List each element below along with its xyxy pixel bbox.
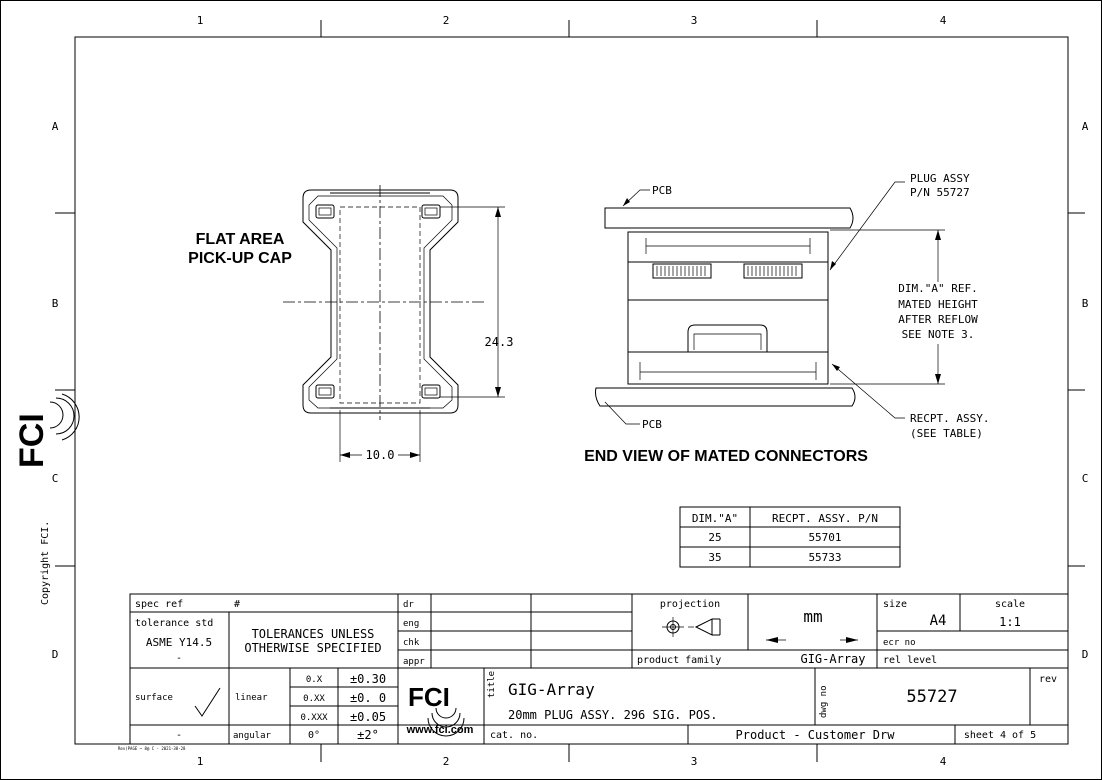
surface-label: surface (135, 693, 173, 703)
side-copyright: Copyright FCI. (40, 521, 51, 605)
side-fci-logo: FCI (13, 393, 80, 468)
rel-level-label: rel level (883, 655, 937, 666)
zone-col-2-bottom: 2 (443, 755, 450, 768)
eng-label: eng (403, 619, 419, 629)
pcb-top-label: PCB (652, 184, 672, 197)
flat-area-label-2: PICK-UP CAP (188, 250, 292, 267)
angular-label: angular (233, 731, 272, 741)
title-fci-logo: FCI (408, 682, 465, 737)
appr-label: appr (403, 657, 425, 667)
dim-table (679, 506, 901, 568)
zone-col-1-top: 1 (197, 14, 204, 27)
dim-a-label-1: DIM."A" REF. (898, 282, 977, 295)
dim-height-label: 24.3 (485, 335, 514, 349)
table-cell-pn-1: 55701 (808, 531, 841, 544)
zone-col-2-top: 2 (443, 14, 450, 27)
zone-row-a-right: A (1082, 120, 1089, 133)
dwg-no-value: 55727 (906, 687, 957, 707)
tol-value-3: ±0.05 (350, 710, 386, 724)
tol-value-1: ±0.30 (350, 672, 386, 686)
subtitle-value: 20mm PLUG ASSY. 296 SIG. POS. (508, 708, 718, 722)
recpt-label-2: (SEE TABLE) (910, 427, 983, 440)
spec-ref-label: spec ref (135, 599, 183, 610)
sheet-number: sheet 4 of 5 (964, 730, 1036, 741)
scale-label: scale (995, 599, 1025, 610)
tolerance-std-value: ASME Y14.5 (146, 636, 212, 649)
zone-row-d-left: D (52, 648, 59, 661)
angular-tol: ±2° (357, 728, 379, 742)
tolerance-std-label: tolerance std (135, 618, 213, 629)
zone-row-c-right: C (1082, 472, 1089, 485)
plug-assy-label-2: P/N 55727 (910, 186, 970, 199)
linear-label: linear (235, 693, 268, 703)
projection-label: projection (660, 599, 720, 610)
scale-value: 1:1 (999, 615, 1021, 629)
table-header-recpt: RECPT. ASSY. P/N (772, 512, 878, 525)
tol-class-3: 0.XXX (300, 713, 328, 723)
recpt-label-1: RECPT. ASSY. (910, 412, 989, 425)
surface-dash: - (176, 730, 182, 741)
ecr-label: ecr no (883, 638, 916, 648)
title-value: GIG-Array (508, 680, 595, 699)
inner-frame (74, 36, 1069, 745)
zone-row-a-left: A (52, 120, 59, 133)
pickup-cap-view (283, 185, 505, 462)
table-cell-dim-2: 35 (708, 551, 721, 564)
pcb-bottom-label: PCB (642, 418, 662, 431)
table-header-dim-a: DIM."A" (692, 512, 738, 525)
dwg-no-label: dwg no (819, 685, 829, 718)
spec-ref-value: # (234, 599, 240, 610)
zone-col-4-top: 4 (940, 14, 947, 27)
surface-finish-symbol (194, 687, 221, 717)
side-logo-text: FCI (13, 413, 51, 468)
end-view (595, 181, 945, 425)
dim-a-label-3: AFTER REFLOW (898, 313, 978, 326)
zone-col-1-bottom: 1 (197, 755, 204, 768)
table-cell-pn-2: 55733 (808, 551, 841, 564)
size-value: A4 (930, 613, 947, 629)
dim-width-label: 10.0 (366, 448, 395, 462)
zone-col-4-bottom: 4 (940, 755, 947, 768)
dr-label: dr (403, 600, 414, 610)
zone-row-c-left: C (52, 472, 59, 485)
rev-label: rev (1039, 674, 1057, 685)
chk-label: chk (403, 638, 420, 648)
tolerances-line-2: OTHERWISE SPECIFIED (244, 641, 381, 655)
dim-a-label-2: MATED HEIGHT (898, 298, 978, 311)
zone-col-3-top: 3 (691, 14, 698, 27)
product-family-label: product family (637, 655, 721, 666)
tolerance-std-dash: - (176, 653, 182, 664)
dim-a-label-4: SEE NOTE 3. (902, 328, 975, 341)
flat-area-label-1: FLAT AREA (196, 231, 285, 248)
cat-no-label: cat. no. (490, 730, 538, 741)
table-cell-dim-1: 25 (708, 531, 721, 544)
projection-symbol-icon (662, 617, 721, 637)
footer-small-text: Rev(PAGE ~ 8@ C - 2021-38-28 (118, 746, 186, 751)
title-block-lines (129, 593, 1069, 745)
tol-value-2: ±0. 0 (350, 691, 386, 705)
title-label: title (487, 671, 497, 698)
units-arrows (766, 637, 858, 643)
zone-row-d-right: D (1082, 648, 1089, 661)
plug-assy-label-1: PLUG ASSY (910, 172, 970, 185)
product-family-value: GIG-Array (800, 652, 865, 666)
tol-class-1: 0.X (306, 675, 323, 685)
doc-type: Product - Customer Drw (736, 728, 896, 742)
angular-value: 0° (308, 730, 320, 741)
zone-col-3-bottom: 3 (691, 755, 698, 768)
title-logo-text: FCI (408, 682, 450, 712)
units-value: mm (803, 607, 822, 626)
size-label: size (883, 599, 907, 610)
zone-row-b-left: B (52, 297, 59, 310)
tol-class-2: 0.XX (303, 694, 325, 704)
tolerances-line-1: TOLERANCES UNLESS (252, 627, 375, 641)
end-view-title: END VIEW OF MATED CONNECTORS (584, 448, 868, 465)
zone-row-b-right: B (1082, 297, 1089, 310)
zone-ticks (55, 20, 1085, 762)
